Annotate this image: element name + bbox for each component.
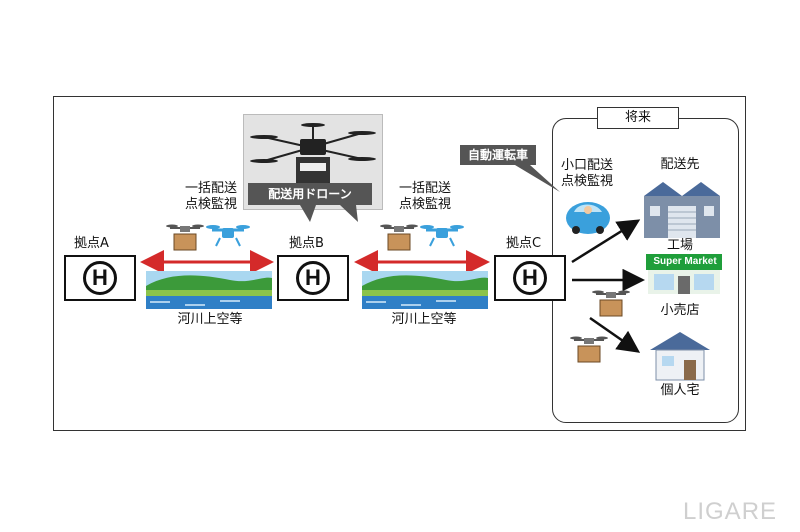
car-label-1: 小口配送 — [560, 158, 613, 173]
house-icon — [650, 332, 710, 381]
river-image-2 — [362, 271, 488, 309]
diagram-frame — [53, 96, 746, 431]
base-c-box: H — [494, 255, 566, 301]
heliport-icon: H — [296, 261, 330, 295]
drone-callout: 配送用ドローン — [248, 183, 372, 205]
car-label-2: 点検監視 — [560, 174, 613, 189]
base-b-label: 拠点B — [289, 236, 324, 251]
destinations-title: 配送先 — [660, 157, 700, 172]
heliport-icon: H — [83, 261, 117, 295]
drone-with-package-icon — [592, 290, 630, 317]
factory-label: 工場 — [666, 238, 693, 253]
base-b-box: H — [277, 255, 349, 301]
drone-with-package-icon — [570, 336, 608, 363]
base-a-label: 拠点A — [74, 236, 109, 251]
drone-with-package-icon — [380, 224, 418, 251]
car-callout-pointer — [515, 165, 560, 192]
factory-icon — [644, 182, 720, 238]
route2-label-2: 点検監視 — [398, 197, 451, 212]
drone-icon — [206, 225, 250, 247]
store-sign: Super Market — [653, 256, 717, 267]
drone-callout-pointer-left — [300, 205, 316, 222]
heliport-icon: H — [513, 261, 547, 295]
drone-icon — [420, 225, 464, 247]
supermarket-icon — [646, 254, 722, 294]
future-label: 将来 — [597, 107, 679, 129]
arrow-to-factory — [571, 219, 641, 264]
arrow-to-house — [589, 316, 641, 353]
autonomous-car-icon — [566, 202, 610, 234]
drone-callout-pointer-right — [340, 205, 358, 222]
base-c-label: 拠点C — [506, 236, 542, 251]
route1-label-2: 点検監視 — [184, 197, 237, 212]
store-label: 小売店 — [660, 303, 700, 318]
route2-river-label: 河川上空等 — [391, 312, 457, 327]
route1-label-1: 一括配送 — [184, 181, 237, 196]
drone-with-package-icon — [166, 224, 204, 251]
route2-label-1: 一括配送 — [398, 181, 451, 196]
car-callout: 自動運転車 — [460, 145, 536, 165]
route1-river-label: 河川上空等 — [177, 312, 243, 327]
base-a-box: H — [64, 255, 136, 301]
house-label: 個人宅 — [660, 383, 700, 398]
ligare-logo: LIGARE — [683, 498, 778, 525]
river-image-1 — [146, 271, 272, 309]
